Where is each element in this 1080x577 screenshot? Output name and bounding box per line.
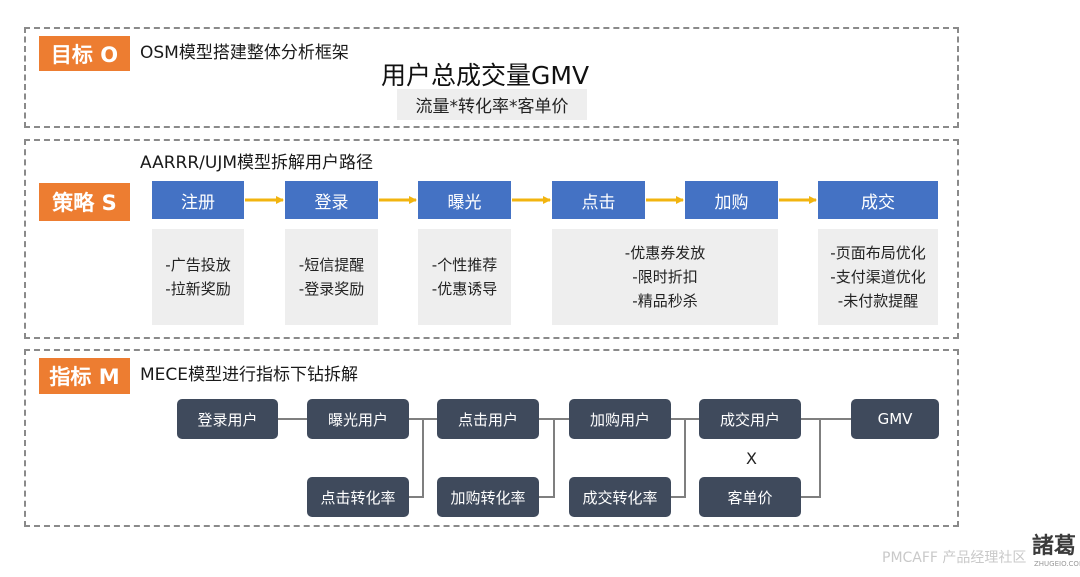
step-login: 登录 (285, 181, 378, 219)
node-deal-rate: 成交转化率 (569, 477, 671, 517)
step-exposure: 曝光 (418, 181, 511, 219)
detail-item: -未付款提醒 (837, 292, 919, 310)
detail-register: -广告投放 -拉新奖励 (152, 229, 244, 325)
detail-item: -限时折扣 (632, 268, 698, 286)
detail-item: -广告投放 (165, 256, 231, 274)
detail-item: -页面布局优化 (830, 244, 926, 262)
detail-exposure: -个性推荐 -优惠诱导 (418, 229, 511, 325)
detail-item: -优惠券发放 (624, 244, 706, 262)
watermark-brand: PMCAFF 产品经理社区 (882, 550, 1027, 566)
strategy-panel (24, 139, 959, 339)
step-cart: 加购 (685, 181, 778, 219)
metrics-panel (24, 349, 959, 527)
strategy-caption: AARRR/UJM模型拆解用户路径 (140, 153, 374, 173)
node-click-rate: 点击转化率 (307, 477, 409, 517)
gmv-title: 用户总成交量GMV (381, 61, 590, 90)
detail-item: -优惠诱导 (431, 280, 498, 298)
metrics-tag: 指标 M (39, 358, 130, 394)
step-deal: 成交 (818, 181, 938, 219)
node-avg-price: 客单价 (699, 477, 801, 517)
detail-deal: -页面布局优化 -支付渠道优化 -未付款提醒 (818, 229, 938, 325)
node-login-users: 登录用户 (177, 399, 278, 439)
node-cart-rate: 加购转化率 (437, 477, 539, 517)
detail-item: -精品秒杀 (632, 292, 698, 310)
detail-login: -短信提醒 -登录奖励 (285, 229, 378, 325)
gmv-formula: 流量*转化率*客单价 (397, 89, 587, 120)
strategy-tag: 策略 S (39, 183, 130, 221)
node-exposure-users: 曝光用户 (307, 399, 409, 439)
detail-click-cart: -优惠券发放 -限时折扣 -精品秒杀 (552, 229, 778, 325)
multiply-sign: X (746, 449, 757, 468)
detail-item: -个性推荐 (431, 256, 498, 274)
step-click: 点击 (552, 181, 645, 219)
step-register: 注册 (152, 181, 244, 219)
objective-panel (24, 27, 959, 128)
node-deal-users: 成交用户 (699, 399, 801, 439)
detail-item: -登录奖励 (298, 280, 365, 298)
objective-tag: 目标 O (39, 36, 130, 71)
detail-item: -支付渠道优化 (830, 268, 926, 286)
detail-item: -拉新奖励 (165, 280, 231, 298)
detail-item: -短信提醒 (298, 256, 365, 274)
watermark-logo-sub: ZHUGEIO.COM (1034, 560, 1080, 568)
watermark-logo: 諸葛 (1032, 534, 1077, 559)
node-cart-users: 加购用户 (569, 399, 671, 439)
node-click-users: 点击用户 (437, 399, 539, 439)
objective-caption: OSM模型搭建整体分析框架 (140, 43, 349, 63)
node-gmv: GMV (851, 399, 939, 439)
metrics-caption: MECE模型进行指标下钻拆解 (140, 365, 359, 385)
